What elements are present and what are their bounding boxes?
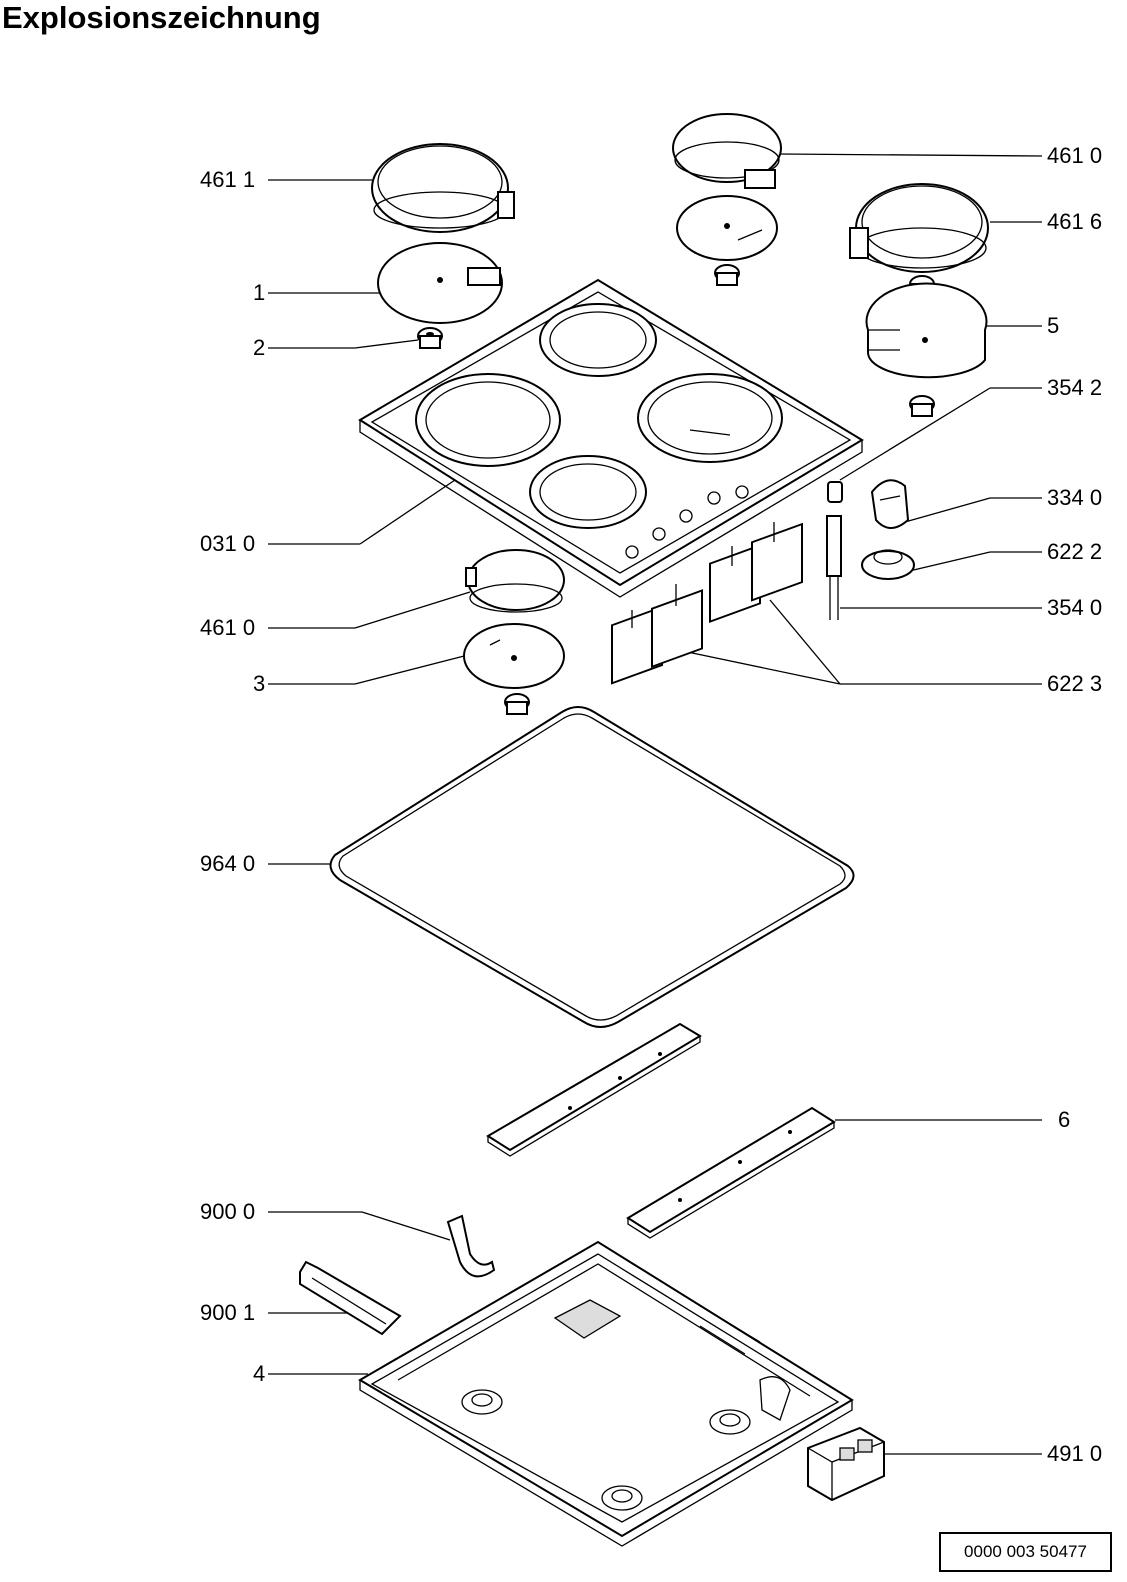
- nut-3: [504, 693, 530, 715]
- callout-031-0: 031 0: [200, 531, 256, 556]
- callout-900-0: 900 0: [200, 1199, 256, 1224]
- energy-regulator-switches-622-3: [611, 522, 803, 685]
- support-rail-6: [626, 1106, 836, 1239]
- hotplate-461-6: [849, 183, 989, 273]
- callout-2: 2: [253, 335, 266, 360]
- heat-shield-5: [865, 282, 988, 379]
- callout-354-2: 354 2: [1047, 375, 1103, 400]
- hotplate-461-0-lower: [465, 549, 565, 613]
- callout-491-0: 491 0: [1047, 1441, 1103, 1466]
- document-number-box: 0000 003 50477: [939, 1532, 1112, 1572]
- nut-top-center: [714, 264, 740, 286]
- callout-5: 5: [1047, 313, 1060, 338]
- hotplate-461-0-top: [672, 113, 782, 189]
- callout-3: 3: [253, 671, 266, 696]
- callout-461-0-right: 461 0: [1047, 143, 1103, 168]
- document-number: 0000 003 50477: [964, 1542, 1087, 1561]
- callout-964-0: 964 0: [200, 851, 256, 876]
- callout-334-0: 334 0: [1047, 485, 1103, 510]
- callout-900-1: 900 1: [200, 1300, 256, 1325]
- nut-5: [909, 395, 935, 417]
- callout-461-1: 461 1: [200, 167, 256, 192]
- heat-shield-3: [463, 623, 565, 689]
- callout-4: 4: [253, 1361, 266, 1386]
- hotplate-461-1: [371, 143, 515, 233]
- leader-lines: [268, 153, 1043, 1455]
- page-title: Explosionszeichnung: [2, 0, 321, 35]
- callout-6: 6: [1058, 1107, 1071, 1132]
- gasket-964-0: [329, 706, 855, 1028]
- bracket-900-0: [446, 1214, 496, 1278]
- spindle-354: [826, 481, 843, 620]
- control-knob-334-0: [870, 479, 910, 529]
- bracket-900-1: [299, 1260, 402, 1336]
- callout-461-6: 461 6: [1047, 209, 1103, 234]
- callout-622-3: 622 3: [1047, 671, 1103, 696]
- callout-461-0-left: 461 0: [200, 615, 256, 640]
- cooktop-frame-031-0: [358, 278, 864, 598]
- terminal-block-491-0: [807, 1426, 885, 1502]
- nut-2: [417, 327, 443, 349]
- callout-354-0: 354 0: [1047, 595, 1103, 620]
- heat-shield-top-center: [676, 195, 778, 261]
- callout-1: 1: [253, 280, 266, 305]
- bottom-tray-4: [358, 1240, 854, 1547]
- callout-622-2: 622 2: [1047, 539, 1103, 564]
- support-rail-upper: [486, 1022, 702, 1157]
- knob-ring-622-2: [861, 549, 915, 580]
- heat-shield-1: [377, 242, 503, 324]
